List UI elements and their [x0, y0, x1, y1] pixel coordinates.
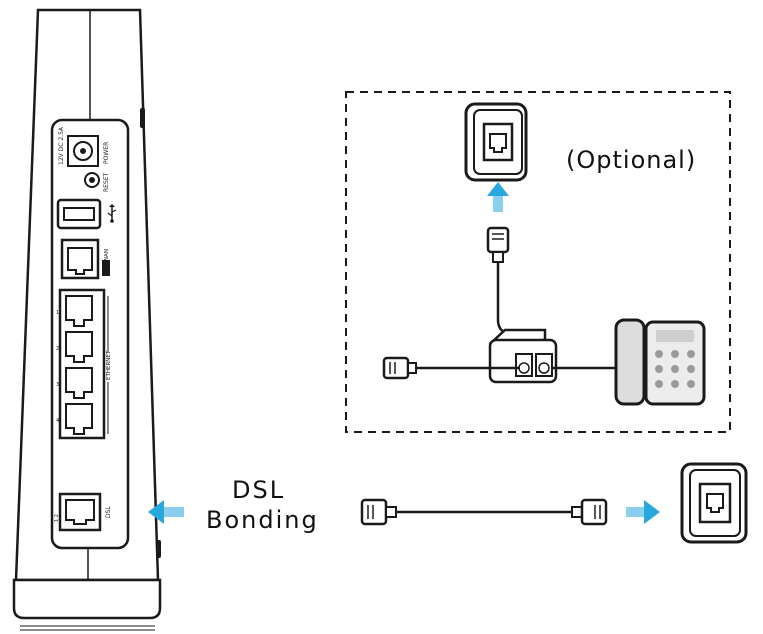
- bonding-label: Bonding: [206, 506, 319, 534]
- ethernet-port-1: [65, 295, 93, 327]
- usb-icon: [107, 204, 117, 223]
- optional-label: (Optional): [566, 146, 697, 174]
- power-input-label: 12V DC 2.5A: [58, 126, 65, 165]
- dsl-cable: [360, 498, 608, 526]
- lan-wan-port: LAN/WAN: [60, 238, 110, 280]
- usb-port: [56, 198, 117, 230]
- ethernet-port-number: 1: [56, 310, 59, 316]
- reset-button[interactable]: RESET: [84, 172, 110, 192]
- phone-cord-left: [382, 356, 520, 380]
- ethernet-label: ETHERNET: [106, 350, 112, 380]
- arrow-up-icon: [487, 182, 509, 212]
- phone-cord-upper: [486, 226, 511, 336]
- dsl-splitter: [488, 328, 558, 384]
- dsl-label: DSL: [232, 476, 286, 504]
- ethernet-port-2: [65, 331, 93, 363]
- lan-wan-label: LAN/WAN: [104, 249, 110, 275]
- reset-label: RESET: [103, 172, 110, 192]
- router-device: 12V DC 2.5A POWER RESET: [12, 8, 162, 631]
- arrow-right-icon: [626, 500, 660, 524]
- ethernet-port-number: 4: [56, 418, 59, 424]
- telephone-icon: [614, 318, 706, 406]
- power-label: POWER: [103, 142, 110, 164]
- ethernet-port-number: 3: [56, 382, 59, 388]
- dsl-port-label: DSL: [105, 506, 112, 518]
- arrow-left-icon: [148, 500, 184, 524]
- power-jack: 12V DC 2.5A POWER: [58, 126, 110, 167]
- ethernet-ports: 1 2 3 4 ETHERNET: [56, 288, 112, 440]
- dsl-pin-label: 1 2: [54, 514, 60, 522]
- wall-jack-upper: [464, 102, 528, 182]
- optional-splitter-box: [345, 91, 731, 433]
- wall-jack-lower: [680, 462, 748, 544]
- dsl-port: 1 2 DSL: [54, 492, 112, 532]
- ethernet-port-3: [65, 367, 93, 399]
- ethernet-port-4: [65, 403, 93, 435]
- ethernet-port-number: 2: [56, 346, 59, 352]
